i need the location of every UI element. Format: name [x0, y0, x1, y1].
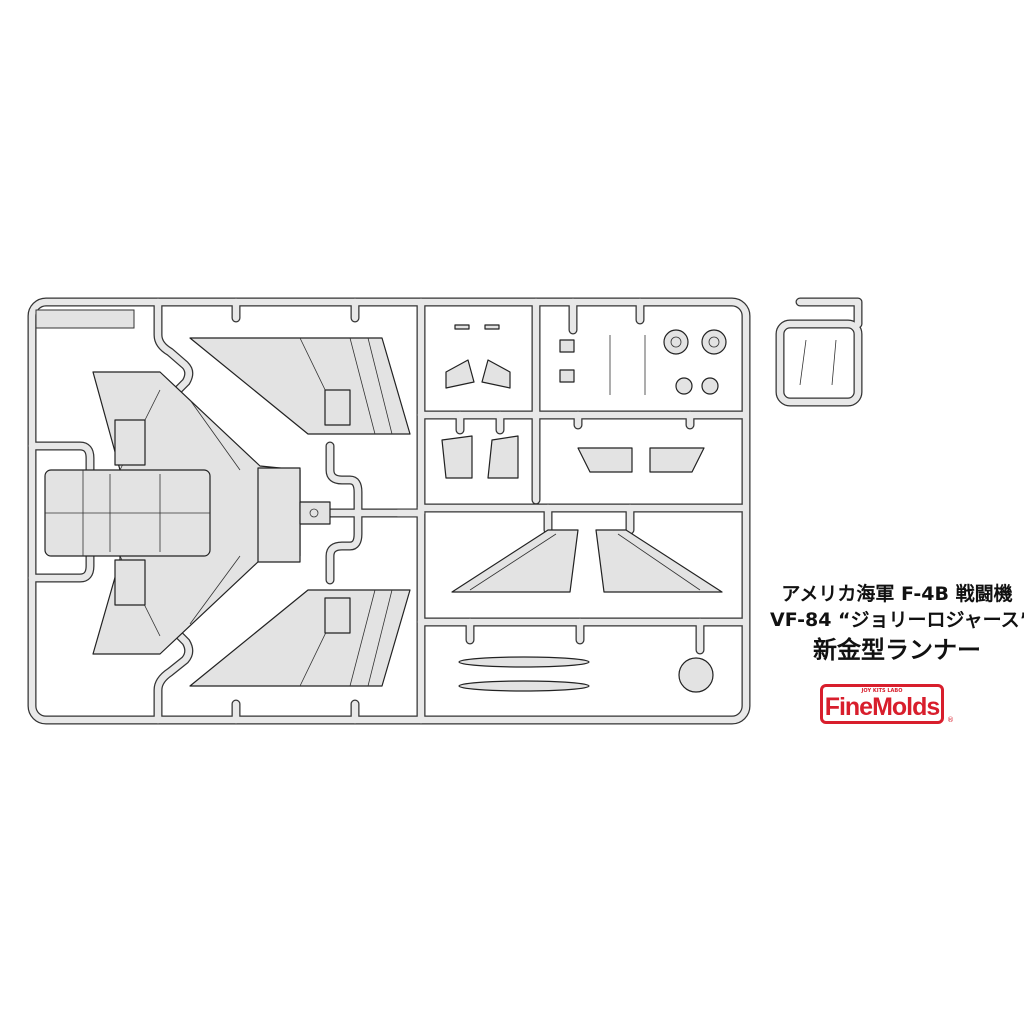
part-fuselage	[44, 467, 331, 563]
runner-frame	[27, 297, 863, 725]
caption-squadron: VF-84 “ジョリーロジャース”	[770, 609, 1024, 631]
logo-wordmark: FineMolds	[824, 693, 941, 721]
logo-tagline: JOY KITS LABO	[861, 688, 903, 694]
caption-product-title: アメリカ海軍 F-4B 戦闘機	[781, 583, 1013, 605]
registered-mark: ®	[947, 716, 954, 724]
caption-new-runner: 新金型ランナー	[813, 636, 981, 664]
part-outer-wing-upper	[189, 337, 411, 435]
part-outer-wing-lower	[189, 589, 411, 687]
small-parts	[441, 324, 837, 693]
finemolds-logo: JOY KITS LABO FineMolds	[820, 684, 944, 724]
